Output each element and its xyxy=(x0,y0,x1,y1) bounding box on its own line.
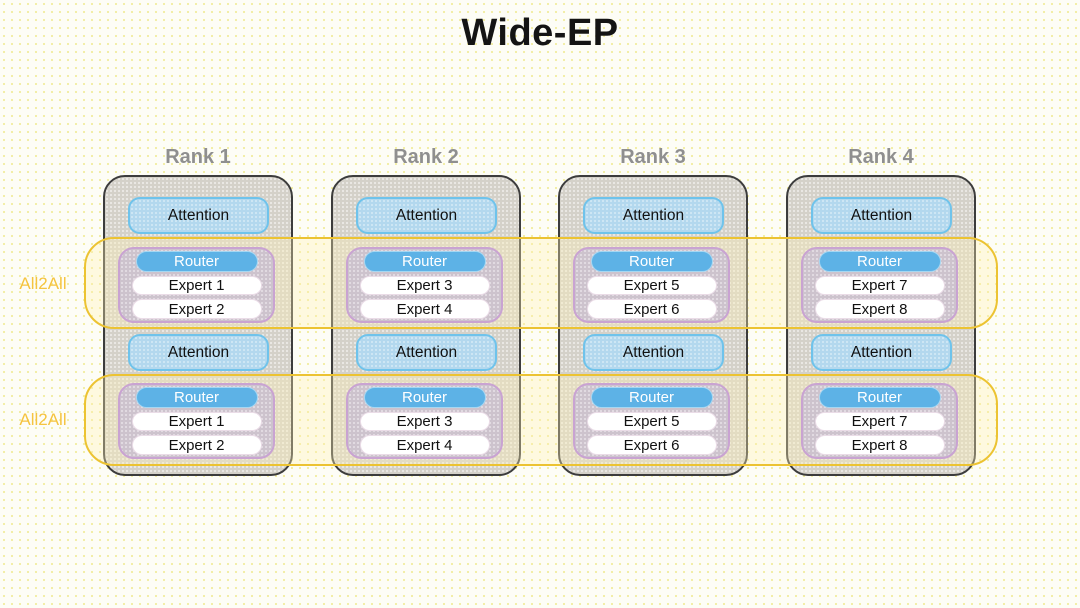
expert-pill: Expert 1 xyxy=(131,411,262,432)
expert-pill: Expert 7 xyxy=(814,411,945,432)
router-pill: Router xyxy=(135,251,258,272)
moe-group: Router Expert 5 Expert 6 xyxy=(573,247,730,323)
attention-block: Attention xyxy=(583,334,724,371)
attention-block: Attention xyxy=(811,197,952,234)
moe-group: Router Expert 7 Expert 8 xyxy=(801,247,958,323)
router-pill: Router xyxy=(363,251,486,272)
rank-1-label: Rank 1 xyxy=(165,146,231,168)
expert-pill: Expert 6 xyxy=(586,299,717,319)
attention-block: Attention xyxy=(583,197,724,234)
rank-2-box: Attention Router Expert 3 Expert 4 Atten… xyxy=(331,175,521,476)
router-pill: Router xyxy=(363,387,486,408)
router-pill: Router xyxy=(590,251,713,272)
rank-2-label: Rank 2 xyxy=(393,146,459,168)
rank-1-box: Attention Router Expert 1 Expert 2 Atten… xyxy=(103,175,293,476)
expert-pill: Expert 3 xyxy=(359,411,490,432)
attention-block: Attention xyxy=(128,197,269,234)
attention-block: Attention xyxy=(811,334,952,371)
moe-group: Router Expert 5 Expert 6 xyxy=(573,383,730,459)
expert-pill: Expert 4 xyxy=(359,435,490,455)
router-pill: Router xyxy=(135,387,258,408)
rank-4-label: Rank 4 xyxy=(848,146,914,168)
moe-group: Router Expert 1 Expert 2 xyxy=(118,383,275,459)
expert-pill: Expert 2 xyxy=(131,299,262,319)
all2all-label: All2All xyxy=(19,274,67,293)
attention-block: Attention xyxy=(128,334,269,371)
router-pill: Router xyxy=(818,251,941,272)
rank-3-box: Attention Router Expert 5 Expert 6 Atten… xyxy=(558,175,748,476)
moe-group: Router Expert 1 Expert 2 xyxy=(118,247,275,323)
expert-pill: Expert 5 xyxy=(586,275,717,296)
diagram-title: Wide-EP xyxy=(461,12,619,54)
expert-pill: Expert 2 xyxy=(131,435,262,455)
expert-pill: Expert 7 xyxy=(814,275,945,296)
expert-pill: Expert 5 xyxy=(586,411,717,432)
router-pill: Router xyxy=(818,387,941,408)
expert-pill: Expert 8 xyxy=(814,435,945,455)
expert-pill: Expert 4 xyxy=(359,299,490,319)
expert-pill: Expert 1 xyxy=(131,275,262,296)
attention-block: Attention xyxy=(356,334,497,371)
rank-3-label: Rank 3 xyxy=(620,146,686,168)
moe-group: Router Expert 7 Expert 8 xyxy=(801,383,958,459)
rank-4-box: Attention Router Expert 7 Expert 8 Atten… xyxy=(786,175,976,476)
moe-group: Router Expert 3 Expert 4 xyxy=(346,383,503,459)
router-pill: Router xyxy=(590,387,713,408)
expert-pill: Expert 8 xyxy=(814,299,945,319)
expert-pill: Expert 6 xyxy=(586,435,717,455)
all2all-label: All2All xyxy=(19,410,67,429)
expert-pill: Expert 3 xyxy=(359,275,490,296)
moe-group: Router Expert 3 Expert 4 xyxy=(346,247,503,323)
attention-block: Attention xyxy=(356,197,497,234)
